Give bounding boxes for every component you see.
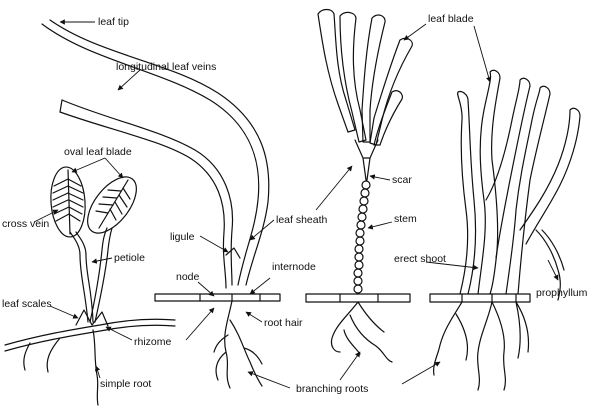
strap-leaf-plant [41, 19, 281, 389]
label-longitudinal-leaf-veins: longitudinal leaf veins [116, 61, 216, 73]
branching-roots-p4 [433, 301, 530, 391]
label-petiole: petiole [114, 252, 145, 264]
leader-node [197, 281, 215, 297]
leader-leaf-blade-1 [403, 23, 427, 41]
leader-internode [249, 277, 271, 295]
leader-branching-roots-3 [401, 361, 441, 385]
rhizome-segment [154, 293, 281, 302]
oval-leaf-right [87, 176, 137, 234]
simple-root-shape [92, 329, 99, 406]
label-scar: scar [392, 174, 412, 186]
leader-root-hair [245, 311, 263, 323]
label-leaf-blade: leaf blade [428, 13, 474, 25]
label-ligule: ligule [170, 231, 195, 243]
leader-erect-shoot [425, 261, 479, 271]
label-prophyllum: prophyllum [536, 287, 588, 299]
label-stem: stem [394, 213, 417, 225]
leader-cross-vein [33, 209, 59, 223]
branching-roots-p2 [213, 300, 263, 389]
label-leaf-scales: leaf scales [2, 298, 52, 310]
leader-branching-roots-2 [339, 351, 361, 381]
petiole-shape [69, 231, 89, 323]
leader-prophyllum [547, 259, 559, 281]
long-leaf-shape [41, 23, 260, 286]
leader-leaf-scales [49, 305, 79, 319]
rhizome-segment-p3 [305, 293, 411, 303]
ligule-shape [225, 247, 241, 259]
multi-shoot-plant [429, 69, 581, 391]
rhizome-segment-p4 [429, 293, 531, 303]
label-cross-vein: cross vein [2, 218, 49, 230]
leader-ligule [199, 235, 229, 253]
fan-leaf-5 [373, 90, 403, 146]
label-node: node [176, 271, 200, 283]
erect-shoot-1 [457, 90, 477, 295]
label-internode: internode [272, 261, 316, 273]
label-leaf-sheath: leaf sheath [276, 214, 328, 226]
leader-petiole [91, 257, 113, 264]
erect-shoot-2 [477, 69, 501, 295]
label-leaf-tip: leaf tip [98, 16, 129, 28]
label-simple-root: simple root [100, 378, 151, 390]
prophyllum-shape [535, 229, 565, 301]
leader-lines [33, 19, 559, 389]
rhizome-shape [4, 318, 176, 346]
leader-stem [367, 221, 393, 230]
leader-oval-leaf-2 [104, 157, 124, 179]
stemmed-plant [305, 8, 413, 363]
labels: leaf tip longitudinal leaf veins oval le… [2, 13, 588, 395]
leader-oval-leaf-1 [71, 157, 106, 173]
fan-leaf-3 [361, 14, 386, 143]
leader-leaf-sheath-1 [249, 219, 275, 241]
fan-leaf-1 [317, 8, 356, 133]
fan-leaf-4 [369, 37, 413, 146]
leader-longitudinal-veins [117, 69, 141, 91]
label-erect-shoot: erect shoot [394, 253, 446, 265]
leader-rhizome-2 [185, 307, 215, 341]
label-rhizome: rhizome [134, 336, 172, 348]
leader-branching-roots-1 [247, 371, 291, 389]
branching-roots-p3 [330, 301, 393, 363]
leaf-sheath-shape-p3 [354, 139, 379, 181]
leader-leaf-sheath-2 [315, 165, 353, 211]
oval-leaf-plant [4, 166, 176, 406]
erect-shoot-3 [505, 85, 551, 295]
label-oval-leaf-blade: oval leaf blade [64, 146, 132, 158]
leaf-scales-shape [75, 309, 109, 327]
leader-leaf-blade-2 [473, 25, 492, 83]
stem-chain [353, 180, 371, 294]
leader-simple-root [94, 365, 101, 379]
fan-leaf-2 [339, 11, 367, 143]
leader-scar [369, 174, 391, 181]
leader-rhizome-1 [105, 326, 133, 341]
oval-leaf-left [50, 166, 86, 238]
label-branching-roots: branching roots [296, 383, 368, 395]
label-root-hair: root hair [264, 317, 303, 329]
